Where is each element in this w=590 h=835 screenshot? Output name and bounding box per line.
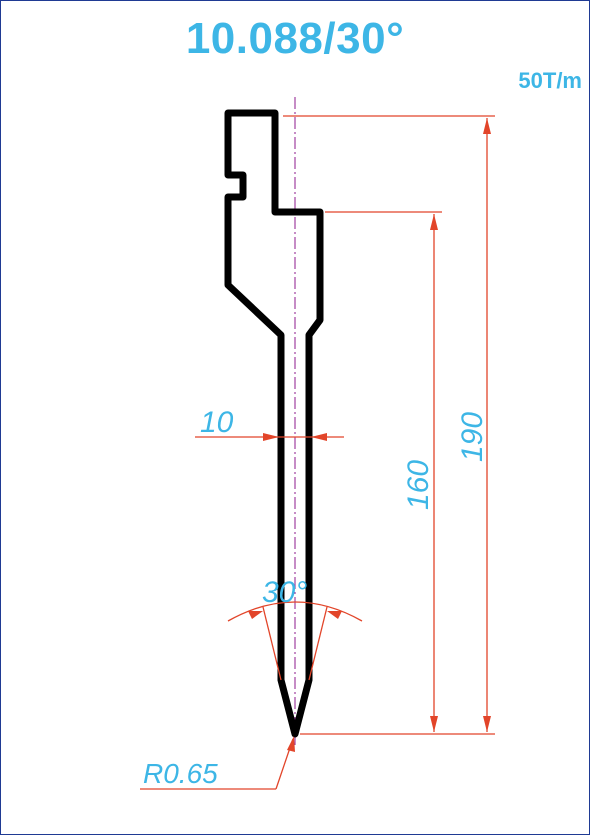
dimension-angle-label: 30° [262, 576, 307, 609]
tool-title: 10.088/30° [185, 14, 405, 63]
radius-label: R0.65 [143, 758, 218, 789]
radius-leader [140, 736, 295, 790]
dimension-10 [195, 433, 344, 441]
tool-profile [224, 109, 324, 738]
dimension-angle [227, 601, 363, 681]
dimension-190-label: 190 [456, 412, 489, 462]
angle-arrow-left [248, 611, 263, 619]
dimension-160 [430, 214, 438, 732]
dimension-10-label: 10 [200, 406, 234, 439]
dimension-190 [483, 118, 491, 732]
angle-arrow-right [327, 611, 342, 619]
dimension-160-label: 160 [402, 460, 435, 510]
tool-capacity: 50T/m [518, 68, 582, 93]
extension-lines [283, 115, 495, 735]
